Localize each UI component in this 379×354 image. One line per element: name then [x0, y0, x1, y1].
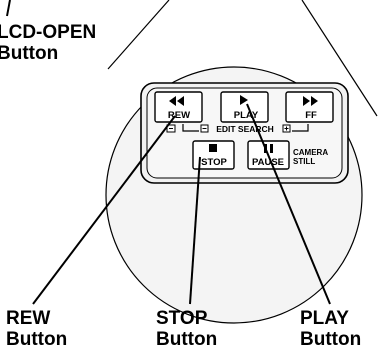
camera-still-label-line1: CAMERA [293, 148, 328, 157]
magnifier-cone-left [107, 0, 170, 70]
stop-callout-line1: STOP [156, 308, 208, 329]
play-leader-line [246, 103, 331, 305]
stop-leader-line [189, 156, 201, 305]
stop-icon [209, 144, 217, 152]
rew-callout-line2: Button [6, 329, 68, 350]
play-button-callout: PLAY Button [300, 308, 361, 350]
camera-still-label-line2: STILL [293, 157, 315, 166]
stop-button-callout: STOP Button [156, 308, 217, 350]
stop-button[interactable]: STOP [192, 140, 235, 170]
rew-button-callout: REW Button [6, 308, 67, 350]
edit-search-bracket-right [292, 124, 309, 132]
edit-search-bracket-left [182, 124, 199, 132]
rewind-icon [169, 96, 184, 106]
edit-search-row: EDIT SEARCH [166, 124, 309, 134]
ff-button[interactable]: FF [285, 91, 334, 123]
play-button-label: PLAY [234, 110, 259, 121]
play-callout-line1: PLAY [300, 308, 349, 329]
pause-button-label: PAUSE [252, 157, 284, 168]
stop-callout-line2: Button [156, 329, 218, 350]
rew-leader-line [32, 115, 176, 305]
play-button[interactable]: PLAY [220, 91, 269, 123]
rew-callout-line1: REW [6, 308, 51, 329]
lcd-open-callout-line2: Button [0, 43, 59, 64]
rew-button-label: REW [168, 110, 190, 121]
fast-forward-icon [303, 96, 318, 106]
play-callout-line2: Button [300, 329, 362, 350]
stop-button-label: STOP [201, 157, 227, 168]
play-icon [240, 95, 248, 105]
ff-button-label: FF [305, 110, 317, 121]
lcd-open-leader-line [6, 0, 11, 17]
rew-button[interactable]: REW [154, 91, 203, 123]
magnifier-cone-right [301, 0, 378, 117]
lcd-open-callout-line1: LCD-OPEN [0, 22, 97, 43]
edit-search-label: EDIT SEARCH [216, 124, 274, 134]
edit-search-plus-icon [282, 124, 291, 133]
lcd-open-button-callout: LCD-OPEN Button [0, 22, 96, 64]
